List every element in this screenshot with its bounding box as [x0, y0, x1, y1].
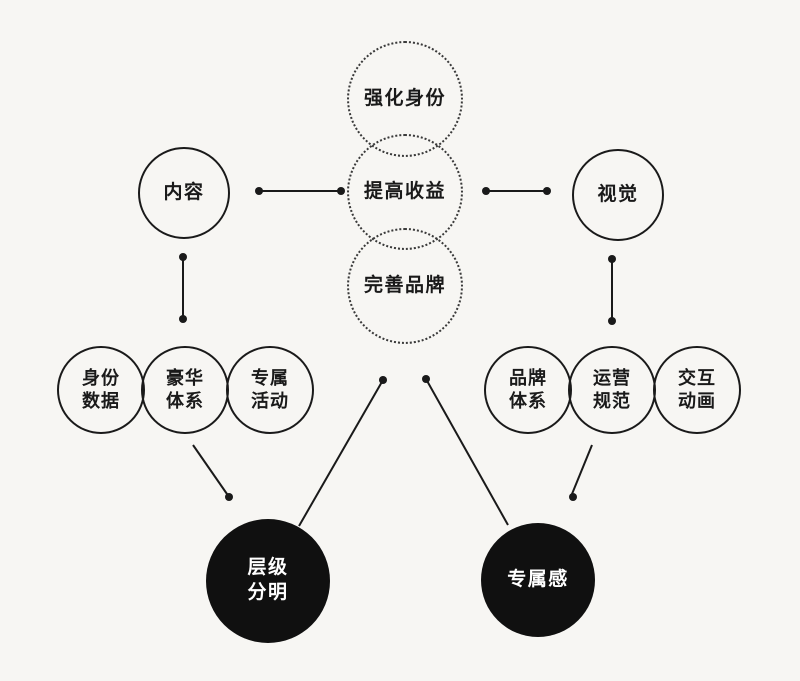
branch-node-visual: 视觉 — [572, 149, 664, 241]
group-label-line: 规范 — [593, 391, 631, 411]
group-label-line: 运营 — [593, 367, 631, 388]
right-group-node-brand-system: 品牌 体系 — [484, 346, 572, 434]
connector-dot — [608, 317, 616, 325]
goal-label: 提高收益 — [363, 180, 446, 202]
goal-label: 完善品牌 — [363, 274, 446, 296]
connector-line — [192, 444, 228, 495]
group-label-line: 豪华 — [166, 367, 204, 388]
group-label-line: 体系 — [509, 391, 547, 411]
left-group-node-luxury-system: 豪华 体系 — [141, 346, 229, 434]
connector-dot — [255, 187, 263, 195]
connector-line — [571, 444, 593, 495]
goal-label: 强化身份 — [363, 87, 446, 109]
group-label-line: 数据 — [82, 391, 120, 411]
goal-node-improve-brand: 完善品牌 — [347, 228, 463, 344]
left-group-node-identity-data: 身份 数据 — [57, 346, 145, 434]
group-label-line: 动画 — [678, 391, 716, 411]
result-label-line: 分明 — [247, 582, 289, 603]
connector-line — [425, 378, 509, 526]
group-label-line: 活动 — [251, 391, 289, 411]
group-label-line: 交互 — [678, 367, 716, 388]
result-node-exclusivity: 专属感 — [481, 523, 595, 637]
branch-label: 视觉 — [597, 183, 639, 205]
connector-dot — [225, 493, 233, 501]
connector-dot — [482, 187, 490, 195]
connector-dot — [608, 255, 616, 263]
result-label: 专属感 — [507, 568, 569, 590]
result-label-line: 层级 — [247, 557, 289, 579]
branch-label: 内容 — [163, 181, 205, 203]
connector-dot — [179, 253, 187, 261]
connector-dot — [569, 493, 577, 501]
connector-dot — [337, 187, 345, 195]
connector-dot — [179, 315, 187, 323]
branch-node-content: 内容 — [138, 147, 230, 239]
right-group-node-operation-spec: 运营 规范 — [568, 346, 656, 434]
connector-dot — [543, 187, 551, 195]
left-group-node-exclusive-events: 专属 活动 — [226, 346, 314, 434]
connector-line — [298, 379, 384, 527]
group-label-line: 专属 — [251, 367, 289, 388]
group-label-line: 品牌 — [509, 367, 547, 388]
result-node-clear-hierarchy: 层级 分明 — [206, 519, 330, 643]
right-group-node-interaction-animation: 交互 动画 — [653, 346, 741, 434]
group-label-line: 体系 — [166, 391, 204, 411]
group-label-line: 身份 — [82, 367, 120, 388]
